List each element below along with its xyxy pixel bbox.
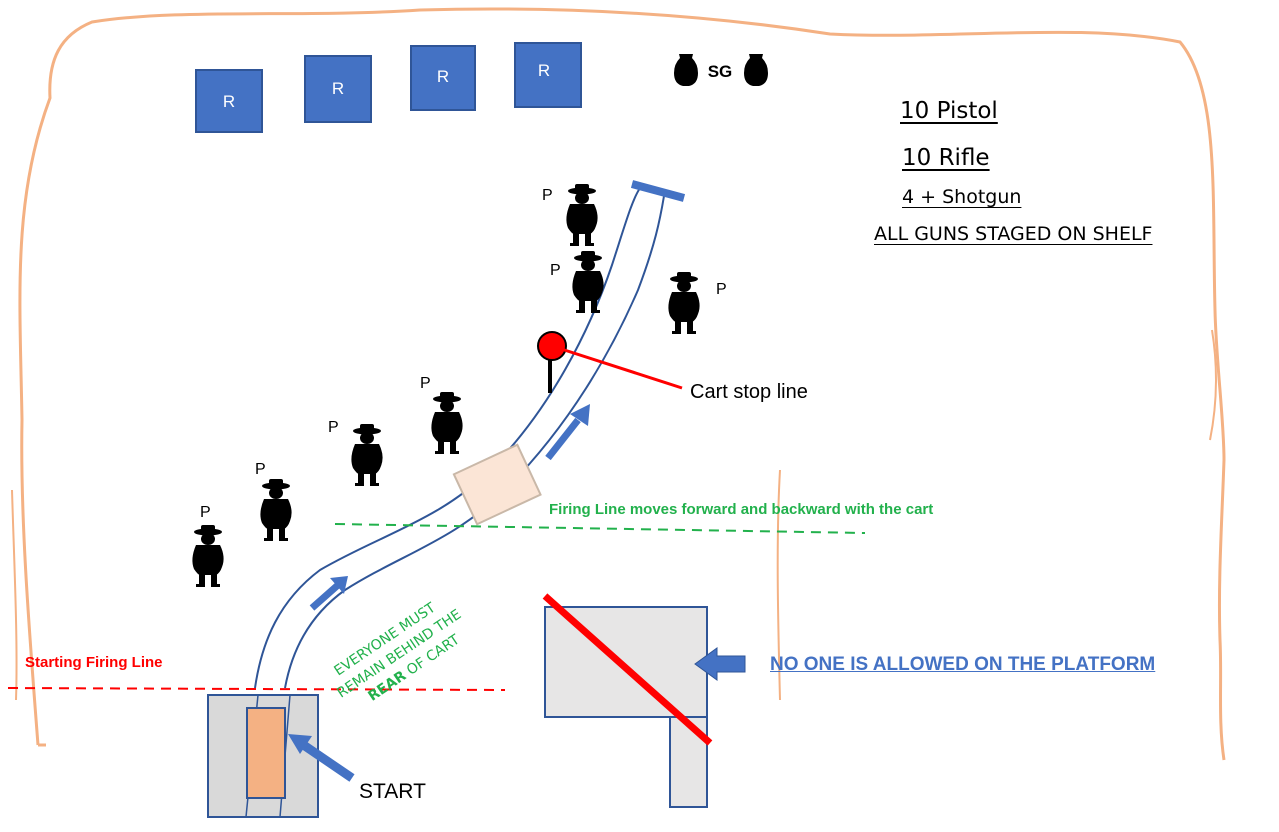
platform-warning: NO ONE IS ALLOWED ON THE PLATFORM bbox=[770, 654, 1156, 675]
pistol-target-icon bbox=[192, 525, 224, 587]
rifle-target-label: R bbox=[538, 61, 550, 80]
pistol-target-icon bbox=[566, 184, 598, 246]
start-cart bbox=[246, 707, 286, 799]
rifle-round-count: 10 Rifle bbox=[902, 145, 990, 171]
shotgun-label: SG bbox=[708, 62, 733, 81]
pistol-target-icon bbox=[260, 479, 292, 541]
platform-step bbox=[669, 716, 708, 808]
rifle-target: R bbox=[304, 55, 372, 123]
starting-firing-line-label: Starting Firing Line bbox=[25, 654, 163, 671]
shotgun-pot-icon bbox=[674, 54, 698, 86]
rifle-target: R bbox=[514, 42, 582, 108]
starting-firing-line bbox=[7, 687, 506, 691]
platform-arrow-icon bbox=[694, 647, 746, 681]
shotgun-pot-icon bbox=[744, 54, 768, 86]
cart-stop-label: Cart stop line bbox=[690, 381, 808, 403]
rifle-target: R bbox=[410, 45, 476, 111]
staging-note: ALL GUNS STAGED ON SHELF bbox=[874, 223, 1153, 245]
pistol-target-icon bbox=[668, 272, 700, 334]
track-arrow-head-icon bbox=[330, 576, 348, 594]
start-arrow-head-icon bbox=[288, 734, 312, 754]
rifle-target-label: R bbox=[223, 92, 235, 111]
pistol-target-label: P bbox=[550, 262, 561, 279]
pistol-target-label: P bbox=[420, 375, 431, 392]
pistol-target-label: P bbox=[200, 504, 211, 521]
track-arrow-head-icon bbox=[570, 404, 590, 426]
rifle-target-label: R bbox=[332, 79, 344, 98]
pistol-target-label: P bbox=[542, 187, 553, 204]
rifle-target-label: R bbox=[437, 67, 449, 86]
track-arrow-icon bbox=[309, 582, 341, 611]
pistol-target-label: P bbox=[255, 461, 266, 478]
track-arrow-icon bbox=[545, 417, 581, 461]
firing-line-moves-label: Firing Line moves forward and backward w… bbox=[549, 501, 934, 518]
pistol-target-label: P bbox=[716, 281, 727, 298]
platform-prohibited-slash bbox=[542, 593, 713, 746]
cart-stop-pointer bbox=[551, 344, 683, 390]
stage-boundary bbox=[18, 7, 1226, 761]
start-label: START bbox=[359, 780, 426, 803]
pistol-target-icon bbox=[572, 251, 604, 313]
start-arrow-icon bbox=[302, 742, 355, 782]
platform bbox=[544, 606, 708, 718]
shotgun-round-count: 4 + Shotgun bbox=[902, 186, 1022, 208]
pistol-target-icon bbox=[431, 392, 463, 454]
rifle-target: R bbox=[195, 69, 263, 133]
pistol-target-icon bbox=[351, 424, 383, 486]
moving-firing-line bbox=[334, 523, 866, 534]
pistol-round-count: 10 Pistol bbox=[900, 98, 998, 124]
shooting-cart bbox=[452, 443, 542, 526]
stage-boundary-inner bbox=[11, 329, 1217, 701]
pistol-target-label: P bbox=[328, 419, 339, 436]
track-end-bumper bbox=[630, 180, 686, 202]
